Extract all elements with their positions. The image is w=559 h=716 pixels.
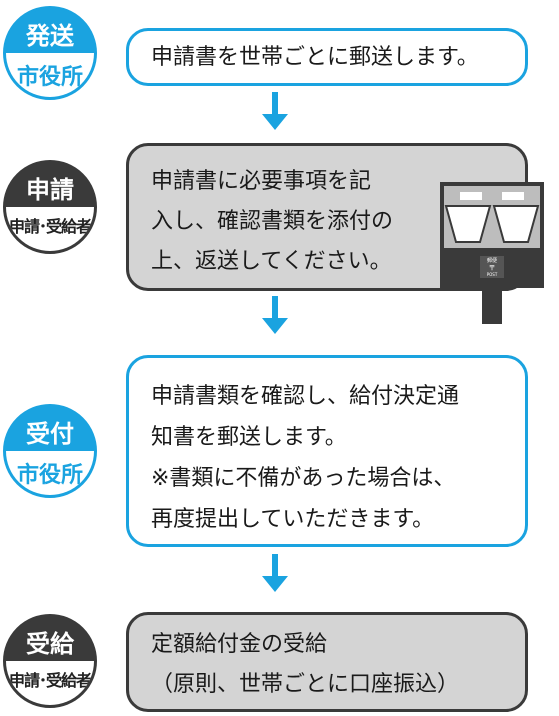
postbox-icon: 郵便 〒 POST bbox=[440, 182, 544, 324]
step4-badge: 受給 申請･受給者 bbox=[3, 614, 97, 708]
step1-badge: 発送 市役所 bbox=[3, 6, 97, 100]
step3-text-note: 再度提出していただきます。 bbox=[151, 507, 435, 532]
arrow-down-icon bbox=[262, 296, 288, 334]
arrow-down-icon bbox=[262, 554, 288, 592]
step2-text-line: 申請書に必要事項を記 bbox=[151, 169, 372, 194]
step1-badge-actor: 市役所 bbox=[6, 53, 94, 97]
step3-text-note: ※書類に不備があった場合は、 bbox=[151, 466, 456, 491]
step2-badge: 申請 申請･受給者 bbox=[3, 160, 97, 254]
step1-box: 申請書を世帯ごとに郵送します。 bbox=[126, 28, 528, 86]
step2-text-line: 上、返送してください。 bbox=[151, 249, 392, 274]
svg-text:郵便: 郵便 bbox=[487, 257, 497, 264]
step2-badge-actor: 申請･受給者 bbox=[6, 207, 94, 251]
step4-text-line: （原則、世帯ごとに口座振込） bbox=[151, 672, 460, 697]
step3-badge: 受付 市役所 bbox=[3, 404, 97, 498]
step3-text-line: 知書を郵送します。 bbox=[151, 425, 347, 450]
step3-box: 申請書類を確認し、給付決定通 知書を郵送します。 ※書類に不備があった場合は、 … bbox=[126, 355, 528, 547]
step4-badge-actor: 申請･受給者 bbox=[6, 661, 94, 705]
step3-badge-action: 受付 bbox=[26, 419, 74, 448]
step1-text-line: 申請書を世帯ごとに郵送します。 bbox=[151, 45, 479, 70]
step4-badge-action: 受給 bbox=[26, 629, 74, 658]
arrow-down-icon bbox=[262, 92, 288, 130]
step3-text-line: 申請書類を確認し、給付決定通 bbox=[151, 384, 460, 409]
step2-badge-action: 申請 bbox=[26, 175, 74, 204]
step4-text-line: 定額給付金の受給 bbox=[151, 632, 328, 657]
step3-badge-actor: 市役所 bbox=[6, 451, 94, 495]
svg-text:〒: 〒 bbox=[489, 264, 496, 272]
step4-box: 定額給付金の受給 （原則、世帯ごとに口座振込） bbox=[126, 612, 528, 712]
step2-text-line: 入し、確認書類を添付の bbox=[151, 209, 394, 234]
step1-badge-action: 発送 bbox=[26, 21, 74, 50]
svg-text:POST: POST bbox=[487, 272, 498, 277]
